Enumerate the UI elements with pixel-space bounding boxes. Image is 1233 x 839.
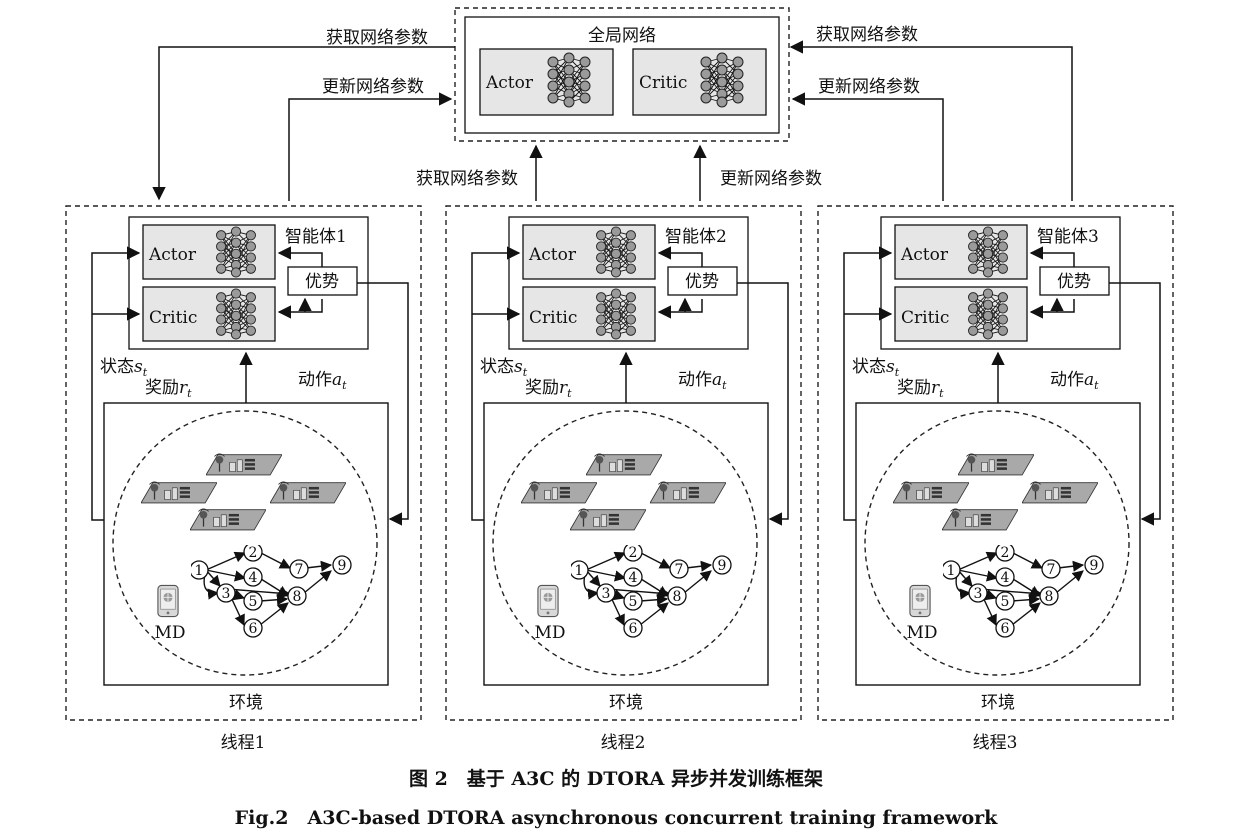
- agent-critic-label: Critic: [149, 308, 197, 328]
- edge-server-icon: [141, 481, 217, 504]
- action-to-env-arrow: [357, 282, 409, 526]
- task-dag: [570, 543, 731, 637]
- edge-server-icon: [521, 481, 597, 504]
- edge-server-icon: [190, 508, 266, 531]
- thread-label: 线程1: [221, 733, 266, 753]
- advantage-to-critic-arrow: [277, 299, 323, 319]
- edge-server-icon: [586, 453, 662, 476]
- thread-boundary: [65, 205, 422, 721]
- agent-actor-label: Actor: [148, 245, 197, 265]
- mobile-device-label: MD: [906, 623, 937, 643]
- thread-label: 线程2: [601, 733, 646, 753]
- environment-box: [103, 402, 389, 686]
- fetch-params-label-1: 获取网络参数: [326, 28, 428, 48]
- agent-critic-label: Critic: [901, 308, 949, 328]
- advantage-label: 优势: [1057, 272, 1091, 292]
- caption-cn: 图 2 基于 A3C 的 DTORA 异步并发训练框架: [409, 767, 823, 790]
- advantage-to-critic-arrow: [657, 299, 703, 319]
- update-params-label-2: 更新网络参数: [720, 169, 822, 189]
- agent-actor-label: Actor: [528, 245, 577, 265]
- advantage-to-actor-arrow: [277, 246, 323, 267]
- edge-server-icon: [893, 481, 969, 504]
- advantage-label: 优势: [305, 272, 339, 292]
- edge-server-icon: [650, 481, 726, 504]
- state-to-actor-arrow: [471, 246, 521, 521]
- advantage-to-actor-arrow: [657, 246, 703, 267]
- state-label: 状态st: [480, 357, 528, 379]
- edge-server-icon: [570, 508, 646, 531]
- reward-label: 奖励rt: [525, 378, 572, 400]
- update-params-label-1: 更新网络参数: [322, 77, 424, 97]
- thread-label: 线程3: [973, 733, 1018, 753]
- advantage-label: 优势: [685, 272, 719, 292]
- action-label: 动作at: [1050, 370, 1099, 392]
- update-params-arrow-1: [288, 92, 453, 201]
- agent-critic-label: Critic: [529, 308, 577, 328]
- state-to-actor-arrow: [91, 246, 141, 521]
- agent-label: 智能体2: [665, 227, 727, 247]
- fetch-params-label-2: 获取网络参数: [416, 169, 518, 189]
- action-to-env-arrow: [737, 282, 789, 526]
- global-critic-box: [632, 48, 767, 116]
- task-dag: [190, 543, 351, 637]
- action-label: 动作at: [298, 370, 347, 392]
- thread-boundary: [445, 205, 802, 721]
- global-critic-label: Critic: [639, 73, 687, 93]
- task-dag: [942, 543, 1103, 637]
- advantage-box: [1039, 266, 1110, 296]
- advantage-box: [287, 266, 358, 296]
- mobile-device-icon: [157, 584, 179, 618]
- state-to-actor-arrow: [843, 246, 893, 521]
- state-label: 状态st: [852, 357, 900, 379]
- mobile-device-icon: [909, 584, 931, 618]
- caption-en: Fig.2 A3C-based DTORA asynchronous concu…: [235, 807, 998, 829]
- agent-label: 智能体1: [285, 227, 347, 247]
- environment-box: [483, 402, 769, 686]
- environment-box: [855, 402, 1141, 686]
- mobile-device-icon: [537, 584, 559, 618]
- agent-actor-label: Actor: [900, 245, 949, 265]
- environment-label: 环境: [981, 693, 1015, 713]
- advantage-box: [667, 266, 738, 296]
- advantage-to-actor-arrow: [1029, 246, 1075, 267]
- state-label: 状态st: [100, 357, 148, 379]
- reward-label: 奖励rt: [897, 378, 944, 400]
- agent-label: 智能体3: [1037, 227, 1099, 247]
- update-params-label-3: 更新网络参数: [818, 77, 920, 97]
- edge-server-icon: [206, 453, 282, 476]
- edge-server-icon: [958, 453, 1034, 476]
- environment-region: [864, 410, 1130, 676]
- edge-server-icon: [942, 508, 1018, 531]
- threads-layer: 智能体1ActorCritic优势环境MD状态st奖励rt动作at线程1智能体2…: [65, 205, 1174, 753]
- fetch-params-arrow-3: [789, 40, 1073, 201]
- action-label: 动作at: [678, 370, 727, 392]
- reward-label: 奖励rt: [145, 378, 192, 400]
- global-actor-box: [479, 48, 614, 116]
- thread-boundary: [817, 205, 1174, 721]
- edge-server-icon: [1022, 481, 1098, 504]
- mobile-device-label: MD: [154, 623, 185, 643]
- update-params-arrow-3: [791, 92, 944, 201]
- fetch-params-label-3: 获取网络参数: [816, 25, 918, 45]
- action-to-env-arrow: [1109, 282, 1161, 526]
- edge-server-icon: [270, 481, 346, 504]
- mobile-device-label: MD: [534, 623, 565, 643]
- global-network-title: 全局网络: [588, 26, 656, 46]
- advantage-to-critic-arrow: [1029, 299, 1075, 319]
- fetch-params-arrow-1: [152, 46, 455, 201]
- environment-region: [492, 410, 758, 676]
- environment-region: [112, 410, 378, 676]
- global-network-boundary: [454, 7, 790, 142]
- environment-label: 环境: [609, 693, 643, 713]
- environment-label: 环境: [229, 693, 263, 713]
- global-actor-label: Actor: [485, 73, 534, 93]
